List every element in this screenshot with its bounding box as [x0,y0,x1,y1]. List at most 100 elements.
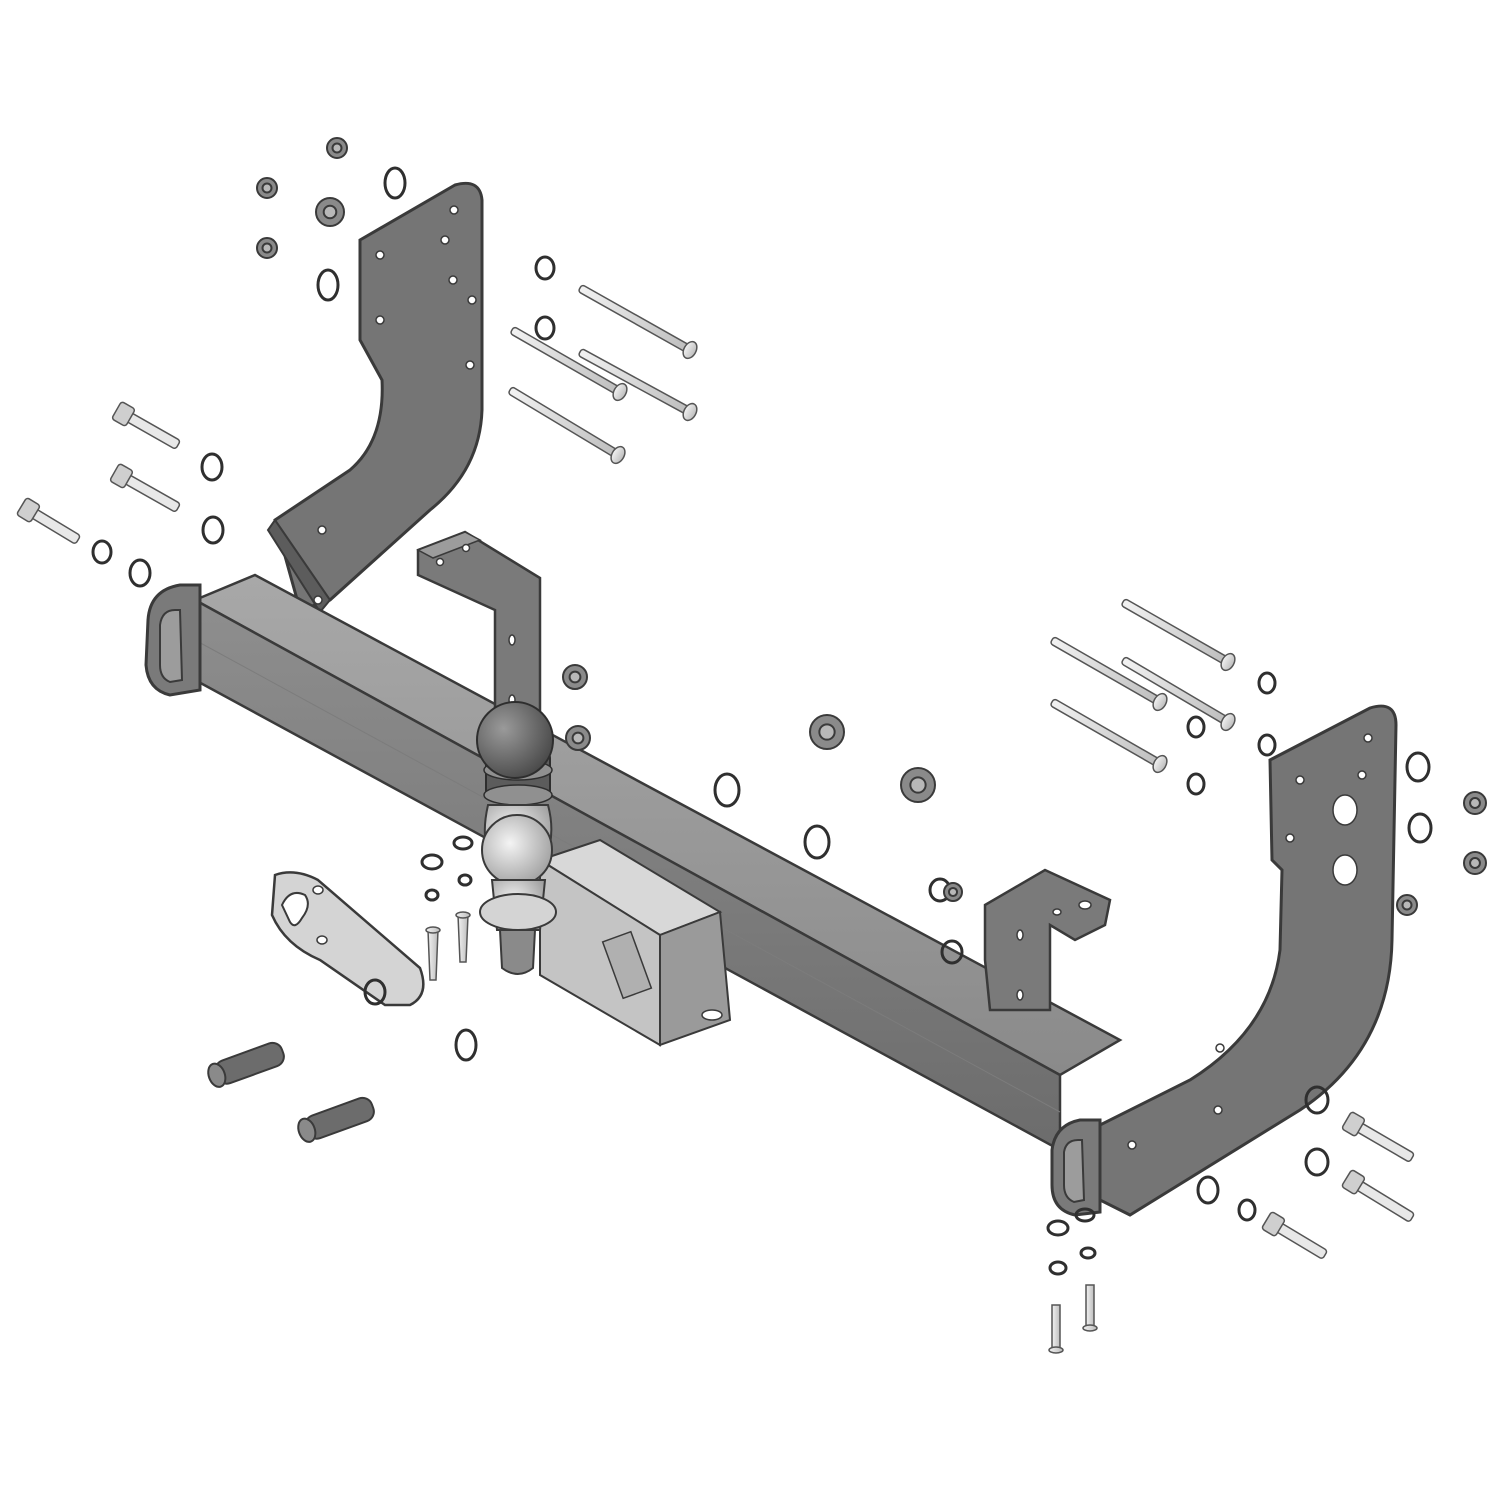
nut-hole [1469,797,1481,809]
washer [1186,772,1206,796]
washer [1304,1147,1330,1177]
long-bolt [578,348,698,422]
nut [562,664,588,690]
washer [1407,812,1433,844]
washer [1048,1260,1068,1276]
washer [128,558,152,588]
long-bolt [1121,656,1236,732]
washer [1074,1207,1096,1223]
washers [91,166,1433,1276]
nut [256,177,278,199]
washer [534,255,556,281]
bolt-head [1261,1211,1286,1237]
nut-hole [322,204,338,220]
bolt-head [1220,712,1236,732]
nut-hole [1469,857,1481,869]
long-bolt [578,284,698,360]
bolt-head [1152,692,1168,712]
long-bolt [1050,636,1168,712]
washer [1186,715,1206,739]
tow-ball [476,701,557,975]
small-pins [425,911,1098,1354]
washer [1196,1175,1220,1205]
bolt-head [109,463,134,489]
crossbar [192,573,1123,1153]
long-bolt [1050,698,1168,774]
washer [534,315,556,341]
nut [943,882,963,902]
nut-hole [261,242,273,254]
nut [315,197,345,227]
nut-hole [568,670,582,684]
washer [201,515,225,545]
bolt-head [111,401,136,427]
nut [809,714,845,750]
bolt-head [1341,1111,1366,1137]
short-bolts [16,401,1415,1259]
nut-hole [261,182,273,194]
hex-bolt [1261,1211,1328,1259]
washer [713,772,741,808]
nut [1396,894,1418,916]
bolt-shaft [508,386,620,459]
washer [363,978,387,1006]
dark-pins [207,1041,375,1143]
washer [316,268,340,302]
center-bracket-right [983,868,1112,1012]
bolt-head [1341,1169,1366,1195]
bolt-head [610,445,626,465]
bolt-head [16,497,41,523]
hitch-box [537,838,732,1047]
nut-hole [1401,899,1413,911]
hex-bolt [111,401,181,450]
washer [457,873,473,887]
washer [940,939,964,965]
washer [454,1028,478,1062]
washer [1405,751,1431,783]
washer [91,539,113,565]
nuts [256,137,1487,916]
nut [1463,851,1487,875]
bolt-head [1152,754,1168,774]
bracket-holes [313,205,477,605]
hex-bolt [1341,1169,1415,1222]
left-end-plate [144,583,202,697]
nut [565,725,591,751]
bolt-head [1220,652,1236,672]
bolt-head [682,402,698,422]
hex-bolt [1341,1111,1415,1162]
bolt-shaft [1050,698,1162,768]
nut-hole [571,731,585,745]
long-bolt [508,386,626,465]
washer [1257,671,1277,695]
nut [1463,791,1487,815]
washer [452,835,474,851]
bolt-shaft [578,284,692,354]
bolt-head [682,340,698,360]
bolt-head [612,382,628,402]
washer [200,452,224,482]
washer [1079,1246,1097,1260]
nut-hole [947,886,959,898]
nut-hole [909,776,927,794]
washer [1046,1219,1070,1237]
nut [900,767,936,803]
hex-bolt [109,463,181,513]
washer [1237,1198,1257,1222]
washer [1257,733,1277,757]
washer [383,166,407,200]
washer [803,824,831,860]
bolt-shaft [1121,598,1230,666]
washer [1304,1085,1330,1115]
washer [420,853,444,871]
right-end-plate [1050,1118,1102,1217]
nut-hole [331,142,343,154]
right-side-bracket [1078,704,1398,1217]
nut [326,137,348,159]
long-bolt [1121,598,1236,672]
washer [424,888,440,902]
long-bolt [510,326,628,402]
hex-bolt [16,497,81,544]
left-side-bracket [266,181,484,614]
